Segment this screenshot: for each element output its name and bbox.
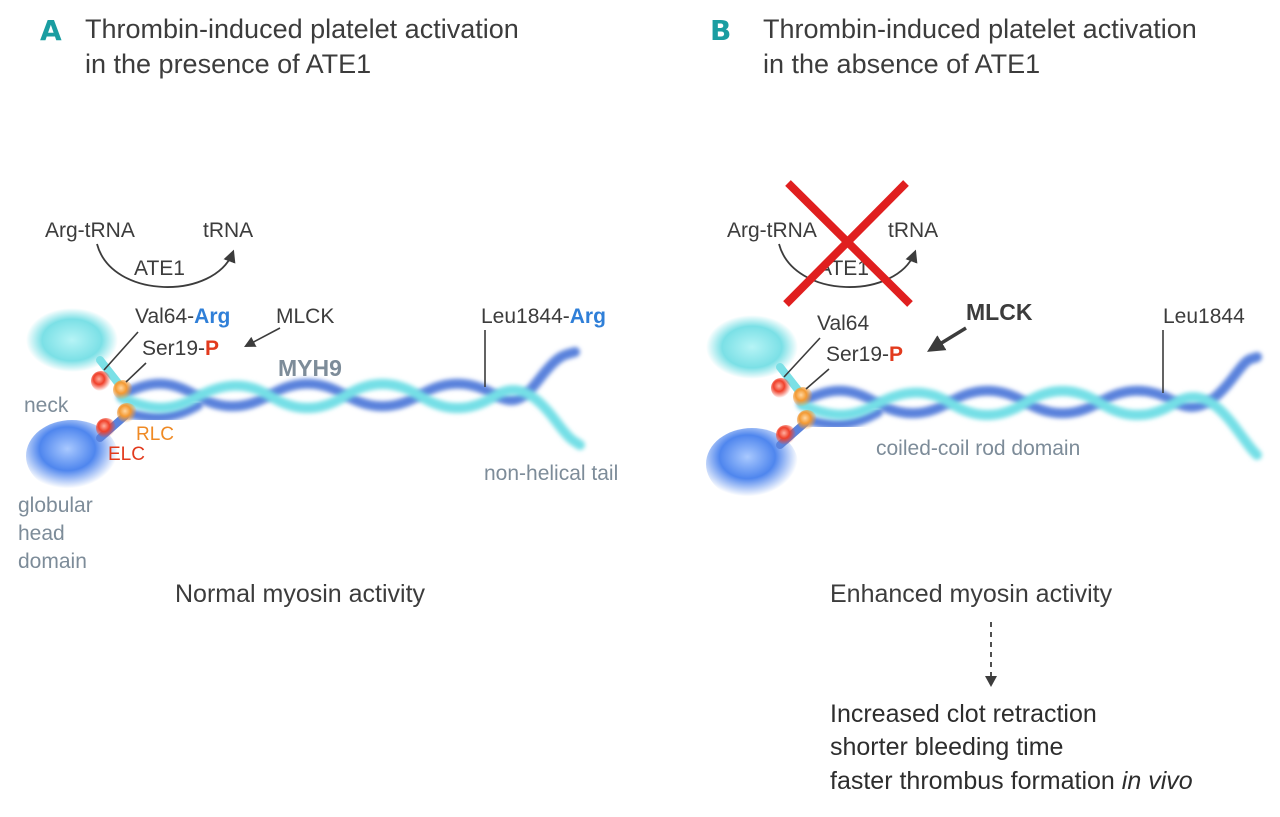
globular-head-lower-b [706, 428, 798, 500]
rlc-dot-b [797, 410, 817, 430]
ser19-p-text: P [205, 337, 219, 360]
elc-label: ELC [108, 444, 145, 465]
val64-arg-text: Arg [194, 305, 230, 328]
trna-label: tRNA [203, 219, 253, 242]
ser19-text: Ser19- [142, 337, 205, 360]
panel-a: A Thrombin-induced platelet activation i… [18, 14, 618, 608]
helix-strand-dark [117, 347, 580, 412]
head-label-line2: head [18, 522, 65, 545]
rod-label: coiled-coil rod domain [876, 437, 1080, 460]
ser19-p-text-b: P [889, 343, 903, 366]
ser19-text-b: Ser19- [826, 343, 889, 366]
result-line3-text: faster thrombus formation [830, 767, 1122, 795]
ser19-label: Ser19-P [142, 337, 219, 360]
cross-line-2 [783, 180, 909, 307]
panel-a-title-line2: in the presence of ATE1 [85, 49, 371, 79]
head-label-line3: domain [18, 550, 87, 573]
elc-dot [96, 418, 116, 438]
panel-b-outcome: Enhanced myosin activity [830, 580, 1113, 608]
result-line2: shorter bleeding time [830, 733, 1063, 761]
rlc-dot [117, 403, 137, 423]
ser19-leader [125, 362, 147, 383]
val64-text: Val64- [135, 305, 194, 328]
ate1-label: ATE1 [134, 257, 185, 280]
helix-strand-light-b [797, 386, 1262, 460]
helix-strand-dark-b [797, 352, 1262, 419]
trna-label-b: tRNA [888, 219, 938, 242]
val64-dot [91, 371, 111, 391]
panel-a-letter: A [40, 14, 62, 47]
val64-leader [103, 331, 139, 371]
val64-leader-b [783, 337, 821, 378]
panel-b-title-line2: in the absence of ATE1 [763, 49, 1040, 79]
val64-label: Val64-Arg [135, 305, 230, 328]
mlck-arrow [244, 327, 281, 348]
panel-b-title-line1: Thrombin-induced platelet activation [763, 14, 1197, 44]
result-line3: faster thrombus formation in vivo [830, 767, 1193, 795]
neck-label: neck [24, 394, 69, 417]
myh9-molecule-a [26, 308, 585, 492]
mlck-label-b: MLCK [966, 299, 1033, 325]
ser19-leader-b [805, 368, 830, 390]
leu1844-label: Leu1844-Arg [481, 305, 606, 328]
dashed-arrow-head [985, 676, 997, 687]
elc-dot-b [776, 425, 796, 445]
arg-trna-label-b: Arg-tRNA [727, 219, 817, 242]
panel-b: B Thrombin-induced platelet activation i… [706, 14, 1262, 795]
myh9-label: MYH9 [278, 355, 342, 381]
panel-a-title-line1: Thrombin-induced platelet activation [85, 14, 519, 44]
leu1844-label-b: Leu1844 [1163, 305, 1245, 328]
panel-b-letter: B [710, 14, 731, 47]
mlck-arrow-b [927, 326, 967, 352]
globular-head-upper-b [706, 315, 798, 379]
tail-label: non-helical tail [484, 462, 618, 485]
result-line3-italic: in vivo [1122, 767, 1193, 795]
ser19-label-b: Ser19-P [826, 343, 903, 366]
ate1-reaction-arrow [96, 243, 236, 288]
leu1844-text: Leu1844- [481, 305, 570, 328]
result-line1: Increased clot retraction [830, 700, 1097, 728]
myh9-molecule-b [706, 315, 1262, 500]
mlck-label: MLCK [276, 305, 334, 328]
globular-head-upper [26, 308, 118, 372]
panel-a-outcome: Normal myosin activity [175, 580, 426, 608]
ate1-reaction-arrow-b [778, 243, 918, 288]
head-label-line1: globular [18, 494, 93, 517]
rlc-label: RLC [136, 424, 174, 445]
val64-dot-b [771, 378, 791, 398]
leu1844-arg-text: Arg [570, 305, 606, 328]
globular-head-lower [26, 420, 118, 492]
helix-strand-light [117, 379, 585, 450]
ser19-dot [113, 380, 133, 400]
ser19-dot-b [793, 387, 813, 407]
val64-label-b: Val64 [817, 312, 869, 335]
arg-trna-label: Arg-tRNA [45, 219, 135, 242]
